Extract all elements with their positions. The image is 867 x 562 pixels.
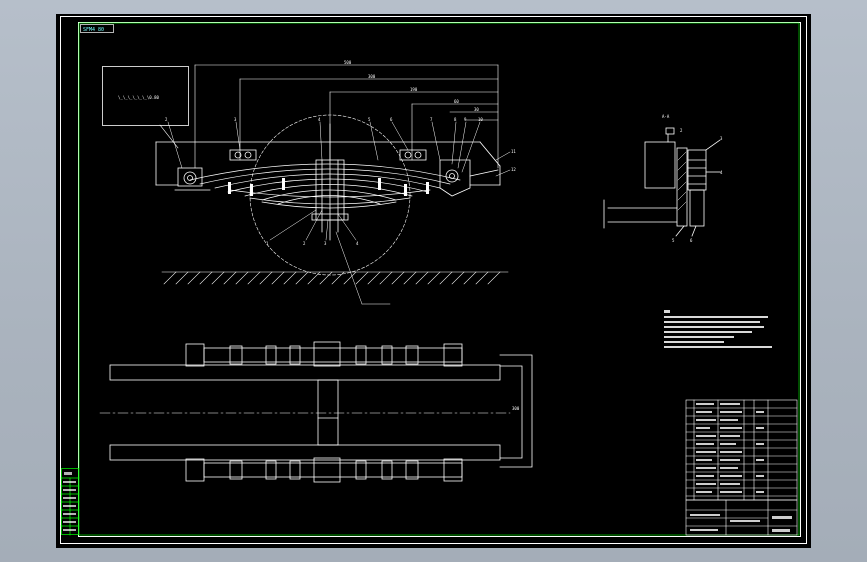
parts-list-table	[685, 399, 798, 501]
plan-view-spring-top	[185, 341, 463, 367]
plan-view-spring-bottom	[185, 457, 463, 483]
section-label: A-A	[662, 114, 670, 119]
section-view-aa	[603, 127, 721, 237]
ground-hatch	[161, 271, 509, 285]
balloon-number: 8	[454, 117, 457, 122]
balloon-number: 3	[234, 117, 237, 122]
dim-text: 500	[344, 60, 352, 65]
rail-brackets	[229, 149, 427, 161]
rear-shackle	[439, 159, 499, 197]
balloon-number: 3	[324, 241, 327, 246]
balloon-numbers: 2 3 4 5 6 7 8 9 10 11 12 1 2 3 4	[165, 117, 516, 246]
plan-view-dim: 300	[512, 406, 520, 411]
frame-rail-side-view	[155, 141, 501, 186]
balloon-number: 4	[720, 170, 723, 175]
balloon-number: 6	[390, 117, 393, 122]
balloon-number: 2	[165, 117, 168, 122]
balloon-number: 4	[318, 117, 321, 122]
parts-list-text	[696, 403, 764, 493]
balloon-number: 2	[303, 241, 306, 246]
title-block	[685, 499, 798, 536]
balloon-number: 9	[464, 117, 467, 122]
balloon-number: 4	[356, 241, 359, 246]
spring-clips	[228, 178, 429, 196]
dim-text: 60	[454, 99, 459, 104]
balloon-number: 3	[720, 136, 723, 141]
corner-tag-text: SFM4 80	[83, 27, 104, 33]
balloon-number: 11	[511, 149, 516, 154]
left-strip-table	[60, 468, 80, 536]
technical-notes	[664, 310, 772, 348]
front-hanger	[174, 167, 211, 191]
title-block-text	[690, 514, 792, 532]
balloon-number: 7	[430, 117, 433, 122]
balloon-number: 2	[680, 128, 683, 133]
drawing-frame	[60, 16, 807, 544]
note-callout-box: \_\_\_\_\_\_\0.80	[102, 66, 189, 149]
balloon-number: 6	[690, 238, 693, 243]
corner-tag-box: SFM4 80	[80, 24, 114, 33]
dim-text: 30	[474, 107, 479, 112]
left-strip-fill	[63, 472, 76, 531]
drawing-sheet[interactable]	[56, 14, 811, 548]
center-u-bolt	[311, 123, 349, 241]
section-view-labels: A-A 2 3 4 5 6	[662, 114, 723, 243]
dimension-texts-top: 500 300 190 60 30	[344, 60, 479, 112]
balloon-number: 5	[368, 117, 371, 122]
balloon-number: 10	[478, 117, 483, 122]
dim-text: 190	[410, 87, 418, 92]
leader-lines	[167, 121, 511, 305]
balloon-number: 1	[266, 241, 269, 246]
balloon-number: 12	[511, 167, 516, 172]
dim-text: 300	[512, 406, 520, 411]
balloon-number: 5	[672, 238, 675, 243]
dim-text: 300	[368, 74, 376, 79]
note-callout-text: \_\_\_\_\_\_\0.80	[118, 95, 160, 100]
plan-view-rails	[109, 354, 533, 468]
section-view-hatch	[677, 151, 687, 211]
